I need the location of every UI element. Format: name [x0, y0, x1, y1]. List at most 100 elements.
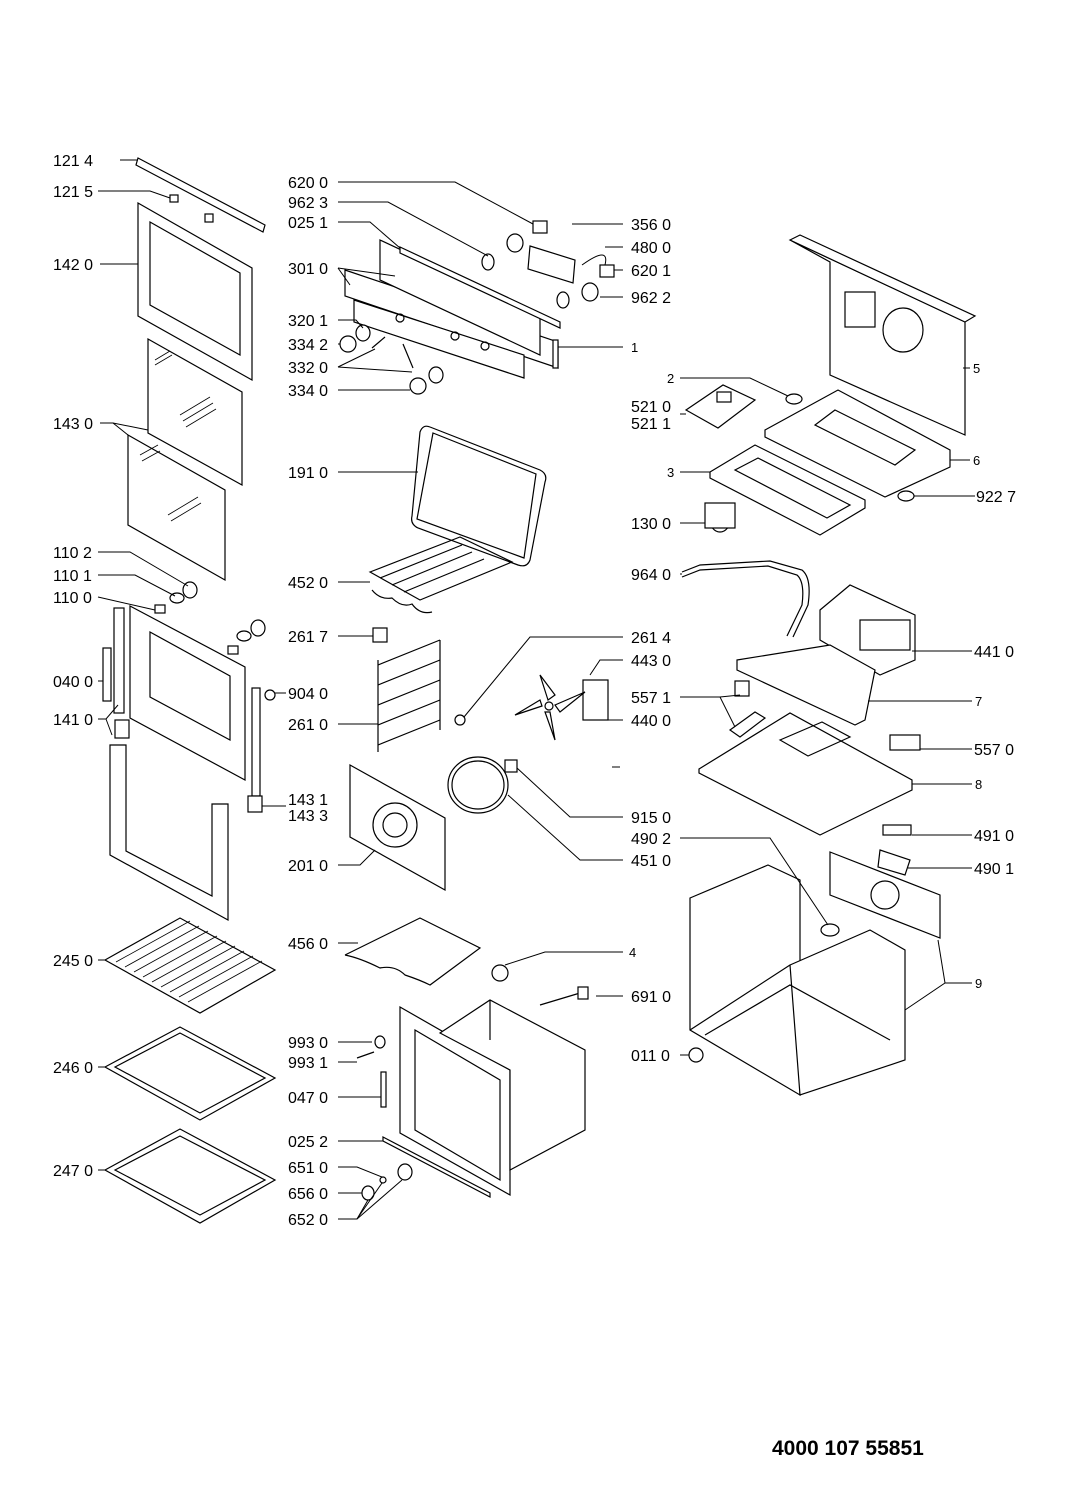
label-9930: 993 0 [288, 1035, 328, 1052]
label-9623: 962 3 [288, 195, 328, 212]
control-board-part [680, 384, 757, 429]
label-9150: 915 0 [631, 810, 671, 827]
outer-casing-part [689, 864, 972, 1097]
hinge-receiver-part [338, 1071, 387, 1108]
lamp-holder-part [338, 1163, 413, 1220]
lamp-part [491, 951, 623, 982]
label-5570: 557 0 [974, 742, 1014, 759]
base-plate-part [698, 712, 972, 836]
right-leaders [612, 573, 682, 768]
fan-nut-part [504, 759, 623, 818]
label-0110: 011 0 [631, 1048, 670, 1065]
fan-cover-part [338, 763, 446, 892]
panel-trim-part [338, 221, 561, 329]
label-3: 3 [667, 465, 674, 480]
label-1420: 142 0 [53, 257, 93, 274]
wire-shelf-part [98, 917, 277, 1014]
label-6200: 620 0 [288, 175, 328, 192]
foot-part [680, 1047, 704, 1063]
label-5211: 521 1 [631, 416, 671, 433]
label-1910: 191 0 [288, 465, 328, 482]
panel-side-part [552, 339, 623, 369]
label-4: 4 [629, 945, 636, 960]
oven-cavity-part [399, 999, 586, 1197]
door-spacer-part [98, 551, 266, 642]
label-1100: 110 0 [53, 590, 92, 607]
door-catch-part [247, 795, 286, 813]
label-6: 6 [973, 453, 980, 468]
label-0252: 025 2 [288, 1134, 328, 1151]
door-trim-clip-part [98, 190, 214, 223]
label-7: 7 [975, 694, 982, 709]
label-4520: 452 0 [288, 575, 328, 592]
knob-part [338, 319, 444, 395]
label-1: 1 [631, 340, 638, 355]
rear-panel-part [788, 234, 977, 436]
shelf-support-part [338, 627, 441, 752]
connector-part [882, 824, 972, 836]
label-9: 9 [975, 976, 982, 991]
display-board-part [527, 223, 623, 284]
label-2: 2 [667, 371, 674, 386]
washer-part [897, 490, 975, 502]
sensor-probe-part [539, 986, 623, 1006]
label-9227: 922 7 [976, 489, 1016, 506]
label-5210: 521 0 [631, 399, 671, 416]
label-9640: 964 0 [631, 567, 671, 584]
switch-right-part [599, 264, 623, 278]
label-1215: 121 5 [53, 184, 93, 201]
label-2470: 247 0 [53, 1163, 93, 1180]
cooling-tube-part [681, 560, 810, 638]
top-plate-part [764, 389, 970, 498]
label-3320: 332 0 [288, 360, 328, 377]
label-4901: 490 1 [974, 861, 1014, 878]
door-top-trim-part [120, 157, 266, 233]
label-4902: 490 2 [631, 831, 671, 848]
label-4430: 443 0 [631, 653, 671, 670]
bottom-heating-element-part [338, 917, 482, 986]
knob-spindle-part [338, 201, 524, 271]
door-seal-part [338, 425, 547, 567]
fan-blade-part [514, 674, 586, 741]
label-1431: 143 1 [288, 792, 328, 809]
label-1300: 130 0 [631, 516, 671, 533]
circular-heating-element-part [447, 756, 623, 861]
label-0251: 025 1 [288, 215, 328, 232]
label-3010: 301 0 [288, 261, 328, 278]
label-2614: 261 4 [631, 630, 671, 647]
label-9931: 993 1 [288, 1055, 328, 1072]
outer-door-glass-part [100, 201, 253, 382]
cavity-screw-part [338, 1035, 386, 1063]
label-4800: 480 0 [631, 240, 671, 257]
label-6560: 656 0 [288, 1186, 328, 1203]
label-1410: 141 0 [53, 712, 93, 729]
switch-part [338, 181, 548, 234]
bottom-shield-part [680, 444, 866, 536]
grommet-part [680, 377, 803, 405]
safety-thermostat-part [680, 680, 767, 738]
insulation-plug-part [680, 837, 840, 937]
door-hinge-part [98, 607, 261, 797]
document-number: 4000 107 55851 [772, 1437, 924, 1460]
fan-motor-part [582, 659, 623, 721]
label-5: 5 [973, 361, 980, 376]
label-3560: 356 0 [631, 217, 671, 234]
rear-fan-cover-part [829, 849, 972, 939]
label-3340: 334 0 [288, 383, 328, 400]
deep-tray-part [98, 1128, 277, 1224]
label-2617: 261 7 [288, 629, 328, 646]
wiring-harness-part [581, 246, 623, 266]
cavity-trim-part [338, 1136, 491, 1198]
thermostat-part [680, 502, 736, 533]
label-6910: 691 0 [631, 989, 671, 1006]
door-bumper-part [264, 689, 286, 701]
label-2010: 201 0 [288, 858, 328, 875]
label-2610: 261 0 [288, 717, 328, 734]
label-8: 8 [975, 777, 982, 792]
label-3201: 320 1 [288, 313, 328, 330]
part-labels: 121 4 121 5 142 0 143 0 110 2 110 1 110 … [53, 153, 1016, 1229]
label-1214: 121 4 [53, 153, 93, 170]
air-duct-part [736, 644, 972, 726]
label-9040: 904 0 [288, 686, 328, 703]
